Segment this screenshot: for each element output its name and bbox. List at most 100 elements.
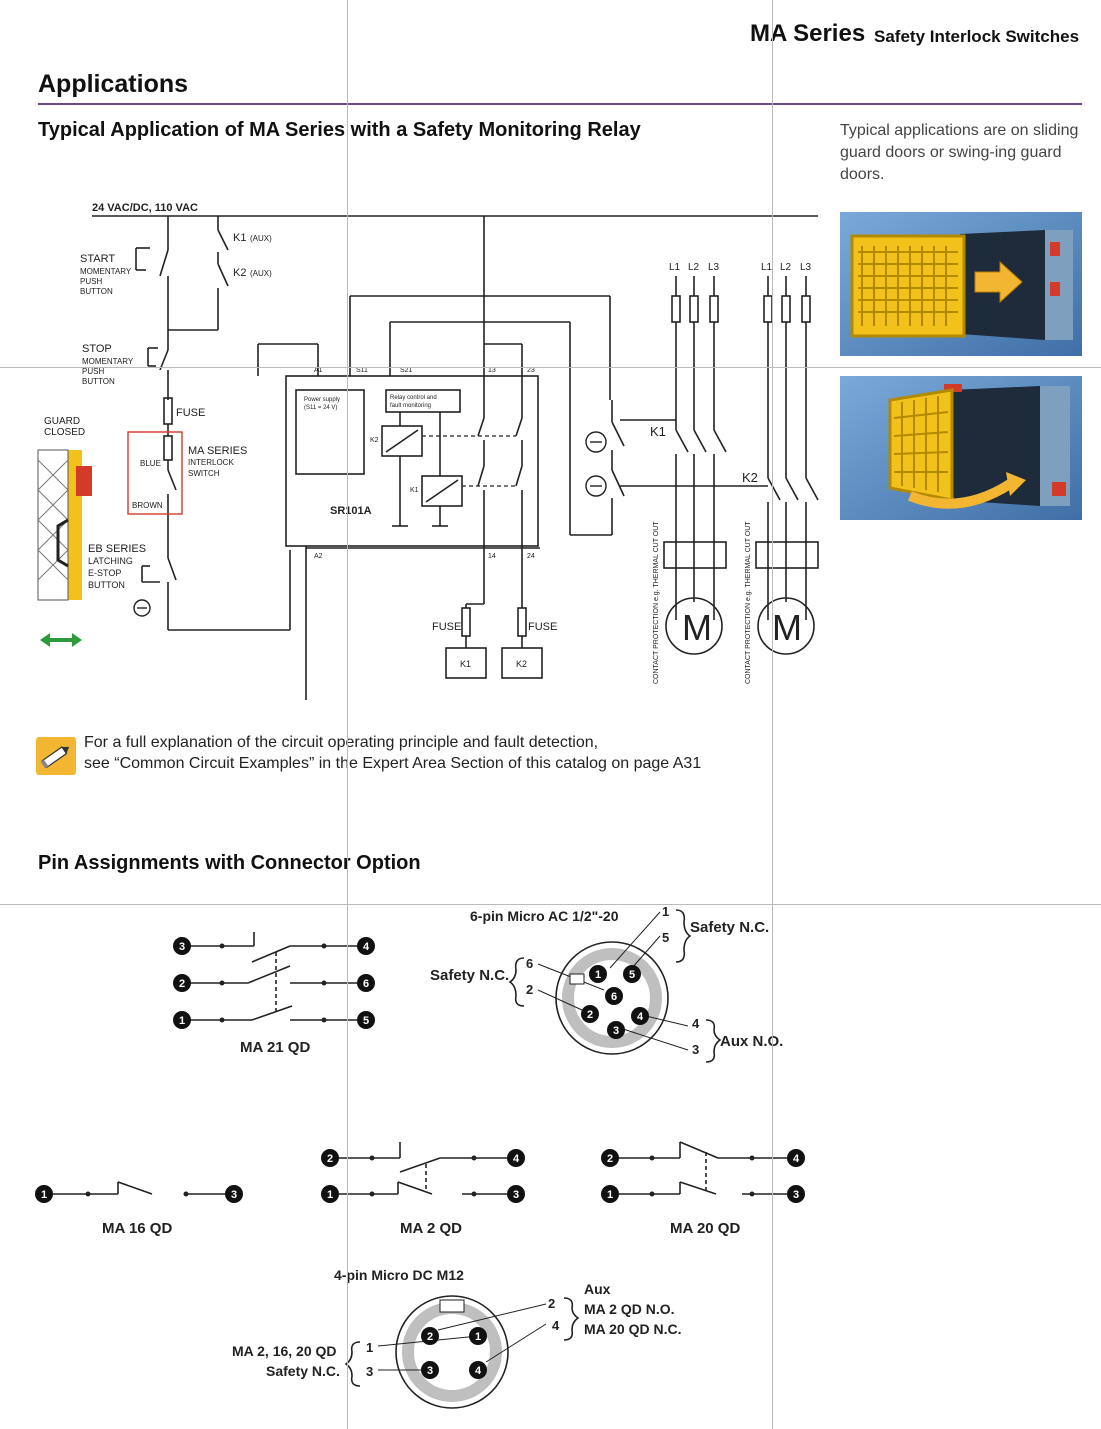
stop-label-4: BUTTON: [82, 377, 115, 386]
section-title-application: Typical Application of MA Series with a …: [38, 119, 641, 141]
ma2-pin-2: 2: [327, 1153, 333, 1165]
guard-label-2: CLOSED: [44, 427, 85, 438]
micro4-label: 4-pin Micro DC M12: [334, 1267, 464, 1283]
note-line-1: For a full explanation of the circuit op…: [84, 734, 599, 751]
k1-aux-tag: (AUX): [250, 234, 272, 243]
phase-l2-a: L2: [688, 262, 700, 273]
supply-label: 24 VAC/DC, 110 VAC: [92, 202, 198, 214]
start-label-4: BUTTON: [80, 287, 113, 296]
terminal-24: 24: [527, 553, 535, 560]
stop-label-3: PUSH: [82, 367, 104, 376]
safety-nc-label-left: Safety N.C.: [430, 967, 509, 984]
ma21-label: MA 21 QD: [240, 1039, 310, 1056]
motor-2-label: M: [772, 607, 802, 648]
relay-control-label-2: fault monitoring: [390, 403, 431, 409]
aux-label: Aux: [584, 1281, 611, 1297]
micro4-lead-4: 4: [552, 1318, 560, 1333]
terminal-a2: A2: [314, 553, 323, 560]
micro4-pin-4: 4: [475, 1365, 482, 1377]
phase-l1-a: L1: [669, 262, 681, 273]
note-line-2: see “Common Circuit Examples” in the Exp…: [84, 755, 702, 772]
stop-label-2: MOMENTARY: [82, 357, 134, 366]
ma2-no-label: MA 2 QD N.O.: [584, 1301, 675, 1317]
ma16-pin-3: 3: [231, 1189, 237, 1201]
header-series: MA Series: [750, 20, 866, 47]
ma21-pin-3: 3: [179, 941, 185, 953]
micro4-lead-1: 1: [366, 1340, 373, 1355]
start-label-2: MOMENTARY: [80, 267, 132, 276]
blue-wire-label: BLUE: [140, 459, 161, 468]
phase-l2-b: L2: [780, 262, 792, 273]
terminal-s11: S11: [356, 367, 368, 374]
ma2-pin-1: 1: [327, 1189, 333, 1201]
k2-aux-label: K2: [233, 267, 246, 279]
ma21-pin-2: 2: [179, 978, 185, 990]
micro4-lead-2: 2: [548, 1296, 555, 1311]
phase-l3-b: L3: [800, 262, 812, 273]
contactor-k1-label: K1: [650, 424, 666, 439]
ma20-nc-label: MA 20 QD N.C.: [584, 1321, 682, 1337]
ma21-pin-6: 6: [363, 978, 369, 990]
ma16-label: MA 16 QD: [102, 1220, 172, 1237]
fuse-label-k1: FUSE: [432, 621, 461, 633]
terminal-s21: S21: [400, 367, 413, 374]
guard-label-1: GUARD: [44, 416, 80, 427]
guide-line-vertical-2: [772, 0, 773, 1429]
micro6-pin-1: 1: [595, 969, 601, 981]
ma20-pin-3: 3: [793, 1189, 799, 1201]
safety-nc-label-top: Safety N.C.: [690, 919, 769, 936]
micro6-lead-3: 3: [692, 1042, 699, 1057]
phase-l3-a: L3: [708, 262, 720, 273]
ma21-pin-5: 5: [363, 1015, 369, 1027]
eb-series-label-2: LATCHING: [88, 556, 133, 566]
ma20-pin-1: 1: [607, 1189, 613, 1201]
micro4-lead-3: 3: [366, 1364, 373, 1379]
pencil-note-icon: [36, 737, 76, 775]
ma20-pin-4: 4: [793, 1153, 800, 1165]
side-note: Typical applications are on sliding guar…: [840, 122, 1079, 183]
ma2-label: MA 2 QD: [400, 1220, 462, 1237]
coil-k1-tag: K1: [410, 487, 419, 494]
start-label-3: PUSH: [80, 277, 102, 286]
power-supply-label-2: (S11 = 24 V): [304, 405, 337, 411]
pin-diagrams: 3 2 1 4 6 5 1 3 2 1 4 3 2 1 4 3 1 5 6 2 …: [35, 904, 805, 1409]
k2-aux-tag: (AUX): [250, 269, 272, 278]
contactor-k2-label: K2: [742, 470, 758, 485]
note-text: For a full explanation of the circuit op…: [84, 732, 784, 774]
ma21-pin-1: 1: [179, 1015, 185, 1027]
terminal-a1: A1: [314, 367, 323, 374]
aux-no-label: Aux N.O.: [720, 1033, 783, 1050]
contact-protection-label-1: CONTACT PROTECTION e.g. THERMAL CUT OUT: [653, 521, 660, 684]
ma21-pin-4: 4: [363, 941, 370, 953]
relay-control-label-1: Relay control and: [390, 395, 437, 401]
micro6-pin-6: 6: [611, 991, 617, 1003]
micro4-pin-1: 1: [475, 1331, 481, 1343]
title-divider: [38, 103, 1082, 105]
contact-protection-label-2: CONTACT PROTECTION e.g. THERMAL CUT OUT: [745, 521, 752, 684]
motor-1-label: M: [682, 607, 712, 648]
guide-line-horizontal-2: [0, 904, 1101, 905]
safety-nc-label-bottom: Safety N.C.: [266, 1363, 340, 1379]
phase-l1-b: L1: [761, 262, 773, 273]
k2-coil-label: K2: [516, 659, 527, 669]
fuse-label-main: FUSE: [176, 407, 205, 419]
k1-aux-label: K1: [233, 232, 246, 244]
page-title: Applications: [38, 70, 189, 98]
guide-line-horizontal-1: [0, 367, 1101, 368]
swinging-guard-photo: [840, 376, 1082, 520]
section-title-pins: Pin Assignments with Connector Option: [38, 852, 421, 874]
ma-2-16-20-label: MA 2, 16, 20 QD: [232, 1343, 337, 1359]
stop-label-1: STOP: [82, 343, 112, 355]
coil-k2-tag: K2: [370, 437, 379, 444]
brown-wire-label: BROWN: [132, 501, 163, 510]
power-supply-label-1: Power supply: [304, 397, 340, 403]
micro4-pin-2: 2: [427, 1331, 433, 1343]
eb-series-label-1: EB SERIES: [88, 543, 146, 555]
fuse-label-k2: FUSE: [528, 621, 557, 633]
micro6-label: 6-pin Micro AC 1/2"-20: [470, 908, 619, 924]
guide-line-vertical-1: [347, 0, 348, 1429]
eb-series-label-3: E-STOP: [88, 568, 121, 578]
ma2-pin-4: 4: [513, 1153, 520, 1165]
header-subtitle: Safety Interlock Switches: [874, 27, 1080, 46]
micro6-lead-5: 5: [662, 930, 669, 945]
